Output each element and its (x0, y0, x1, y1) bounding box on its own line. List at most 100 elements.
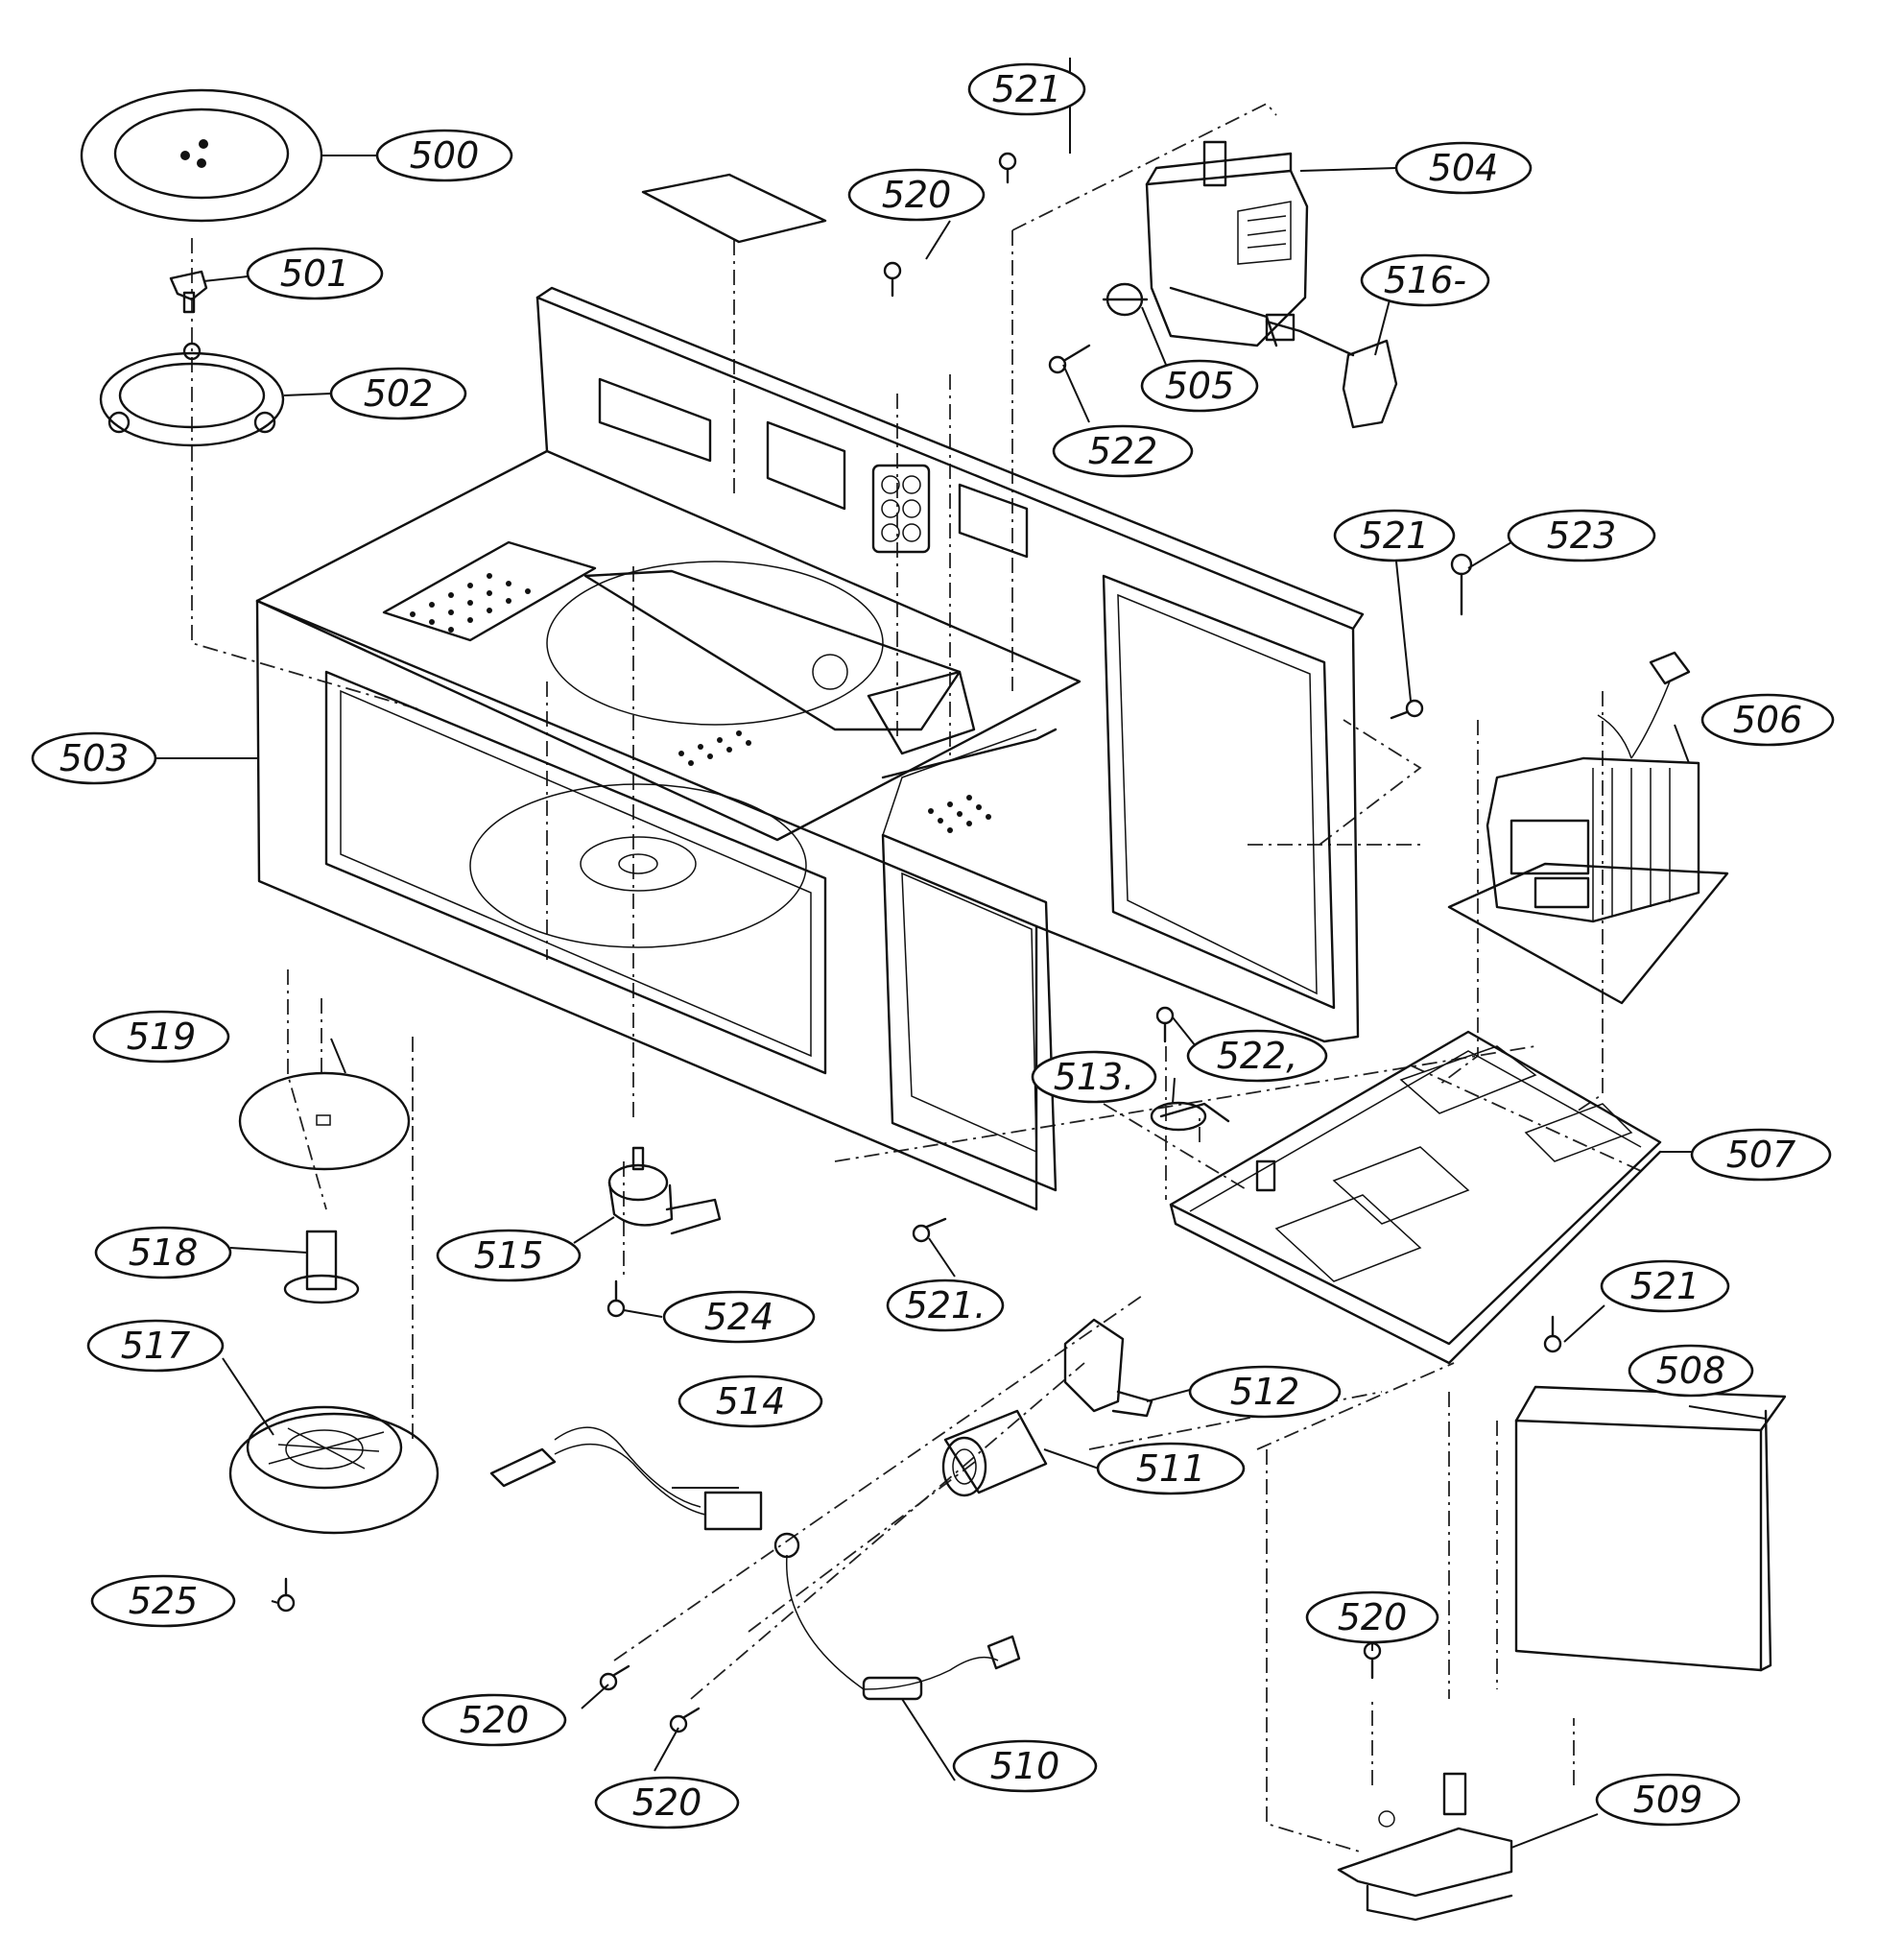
screw-520-left (599, 1664, 630, 1691)
svg-text:500: 500 (410, 134, 480, 177)
svg-text:516-: 516- (1384, 259, 1466, 301)
callout-521-top: 521 (967, 62, 1086, 116)
callout-525: 525 (90, 1574, 236, 1628)
callout-500: 500 (375, 129, 513, 182)
callout-511: 511 (1096, 1442, 1246, 1495)
callout-522-top: 522 (1052, 424, 1194, 478)
svg-text:525: 525 (129, 1580, 199, 1622)
callout-521-bottom: 521. (886, 1279, 1005, 1332)
capacitor-511 (941, 1409, 1048, 1497)
cap-bracket-512 (1063, 1318, 1153, 1418)
callout-509: 509 (1595, 1773, 1741, 1827)
transformer-506 (1447, 651, 1729, 1005)
screw-521-bottom (912, 1217, 947, 1243)
roller-ring-502 (99, 342, 285, 447)
callout-510: 510 (952, 1739, 1098, 1793)
callout-520-top: 520 (847, 168, 986, 222)
svg-text:505: 505 (1165, 365, 1235, 407)
base-plate-507 (1169, 1030, 1662, 1365)
callout-506: 506 (1700, 693, 1835, 747)
fan-517 (228, 1405, 440, 1535)
callout-524: 524 (662, 1290, 816, 1344)
svg-text:521: 521 (992, 68, 1062, 110)
svg-text:520: 520 (460, 1699, 530, 1741)
svg-text:520: 520 (882, 174, 952, 216)
callout-502: 502 (329, 367, 467, 420)
svg-text:517: 517 (121, 1325, 191, 1367)
callout-512: 512 (1188, 1365, 1342, 1419)
svg-text:511: 511 (1136, 1447, 1206, 1490)
svg-text:508: 508 (1656, 1350, 1726, 1392)
magnetron-504 (1145, 140, 1309, 347)
panel-508 (1514, 1385, 1787, 1672)
svg-text:513.: 513. (1054, 1056, 1135, 1098)
screw-520-lower (669, 1707, 701, 1733)
svg-text:509: 509 (1633, 1779, 1703, 1821)
svg-text:512: 512 (1230, 1371, 1300, 1413)
glass-tray-500 (80, 88, 323, 223)
callouts: 500 501 502 503 504 505 506 507 508 509 … (31, 62, 1835, 1829)
harness-connector-514 (489, 1426, 763, 1531)
screw-521-right (1390, 699, 1424, 720)
svg-text:520: 520 (1338, 1596, 1408, 1638)
callout-505: 505 (1140, 359, 1259, 413)
svg-text:520: 520 (632, 1781, 702, 1824)
screw-521-top (998, 152, 1017, 184)
callout-517: 517 (86, 1319, 225, 1373)
callout-513: 513. (1031, 1050, 1157, 1104)
svg-text:515: 515 (474, 1234, 544, 1277)
cap-516 (1265, 313, 1398, 429)
svg-text:521: 521 (1630, 1265, 1700, 1307)
svg-text:502: 502 (364, 372, 434, 415)
svg-text:523: 523 (1547, 514, 1617, 557)
callout-521-right: 521 (1333, 509, 1456, 562)
plate-519 (238, 1071, 411, 1171)
svg-text:506: 506 (1733, 699, 1803, 741)
callout-523: 523 (1507, 509, 1656, 562)
callout-520-right: 520 (1305, 1590, 1439, 1644)
screw-522-mid (1155, 1006, 1175, 1043)
svg-text:522,: 522, (1217, 1035, 1298, 1077)
thermostat-505 (1102, 282, 1149, 317)
bracket-509 (1337, 1772, 1513, 1922)
plate-panel (641, 173, 827, 244)
svg-text:521: 521 (1360, 514, 1430, 557)
svg-text:522: 522 (1088, 430, 1158, 472)
assembly-lines (191, 102, 1642, 1853)
callout-520-lower: 520 (594, 1776, 740, 1829)
thermal-cutout-513 (1150, 1101, 1230, 1132)
svg-text:514: 514 (716, 1380, 786, 1422)
svg-text:521.: 521. (905, 1284, 987, 1327)
svg-text:501: 501 (280, 252, 350, 295)
svg-text:510: 510 (990, 1745, 1060, 1787)
screw-523 (1450, 553, 1473, 616)
callout-508: 508 (1628, 1344, 1754, 1398)
callout-518: 518 (94, 1226, 232, 1279)
screw-521-lower (1543, 1315, 1562, 1353)
shaft-518 (283, 1230, 360, 1304)
callout-501: 501 (246, 247, 384, 300)
callout-507: 507 (1690, 1128, 1832, 1182)
callout-516: 516- (1360, 253, 1490, 307)
callout-520-left: 520 (421, 1693, 567, 1747)
svg-text:507: 507 (1726, 1134, 1796, 1176)
svg-text:504: 504 (1429, 147, 1499, 189)
svg-text:503: 503 (59, 737, 130, 779)
svg-text:524: 524 (704, 1296, 774, 1338)
callout-519: 519 (92, 1010, 230, 1064)
cavity-frame-503 (255, 286, 1365, 1211)
screw-522-top (1048, 344, 1091, 374)
callout-503: 503 (31, 731, 157, 785)
svg-text:519: 519 (127, 1016, 197, 1058)
callout-522-mid: 522, (1186, 1029, 1328, 1083)
screws (276, 152, 1562, 1733)
leader-lines (150, 58, 1767, 1849)
motor-515 (607, 1146, 722, 1235)
callout-515: 515 (436, 1229, 582, 1282)
coupler-501 (169, 270, 208, 314)
wire-harness-510 (773, 1532, 1021, 1701)
callout-514: 514 (678, 1374, 823, 1428)
screw-525 (276, 1577, 296, 1613)
callout-504: 504 (1394, 141, 1533, 195)
